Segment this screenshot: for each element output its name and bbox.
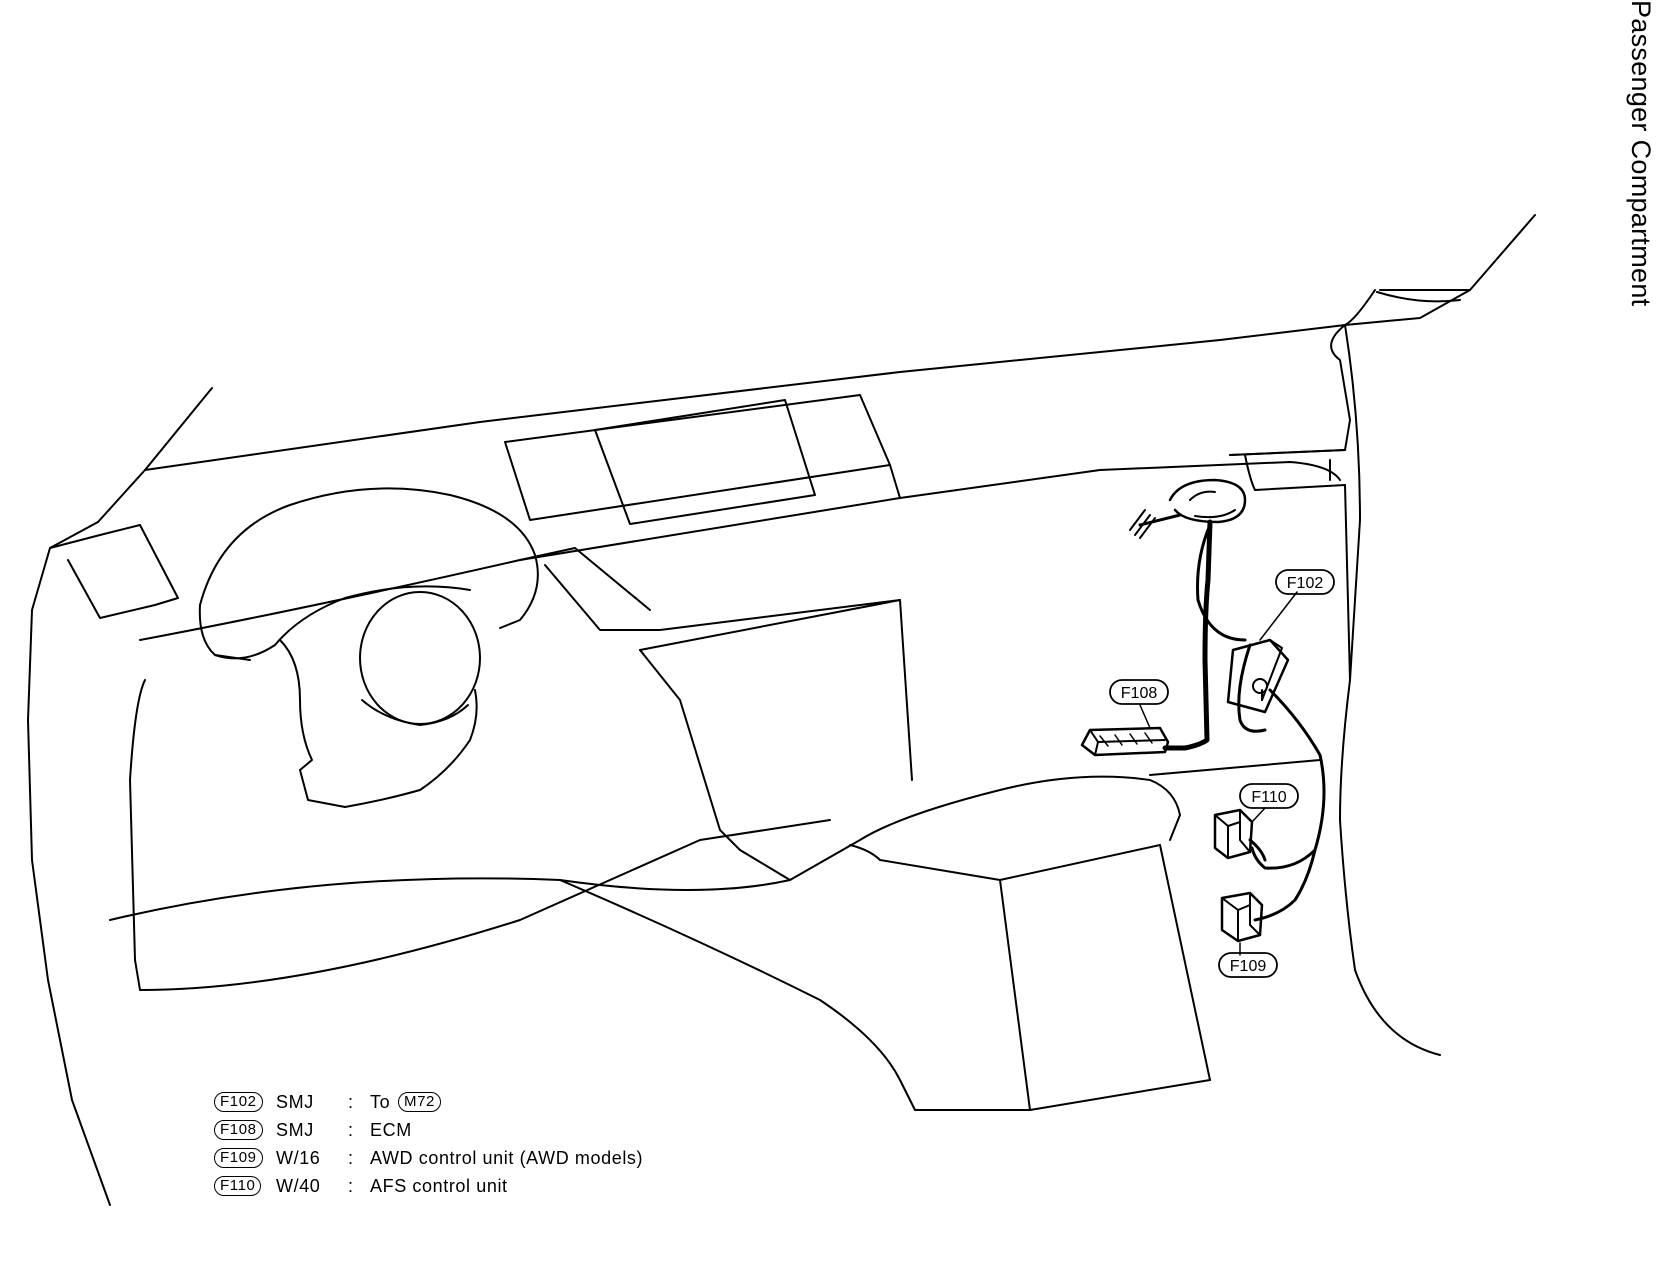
dashboard-top xyxy=(27,324,1346,1206)
callout-f108[interactable]: F108 xyxy=(1109,679,1169,705)
callout-f110-text: F110 xyxy=(1251,789,1286,806)
connector-f109[interactable] xyxy=(1220,891,1264,956)
legend-code: F102 xyxy=(214,1092,263,1112)
callout-leaders xyxy=(1139,704,1266,823)
legend-description: AFS control unit xyxy=(370,1176,508,1196)
legend-description: To xyxy=(370,1092,391,1112)
legend-type: SMJ xyxy=(276,1120,314,1140)
side-title-text: Passenger Compartment xyxy=(1626,0,1656,307)
legend-separator: : xyxy=(348,1120,354,1140)
side-title: Passenger Compartment xyxy=(1620,0,1660,340)
legend-type: W/16 xyxy=(276,1148,321,1168)
center-console xyxy=(109,599,1211,1111)
legend-type: W/40 xyxy=(276,1176,321,1196)
legend-ref-badge: M72 xyxy=(398,1092,441,1112)
dashboard-surfaces xyxy=(129,324,1351,991)
legend-type: SMJ xyxy=(276,1092,314,1112)
legend-code: F109 xyxy=(214,1148,263,1168)
connector-f102[interactable] xyxy=(1226,591,1298,714)
callout-f110[interactable]: F110 xyxy=(1239,783,1299,809)
legend-separator: : xyxy=(348,1176,354,1196)
callout-f108-text: F108 xyxy=(1121,685,1158,702)
connector-f110[interactable] xyxy=(1213,808,1267,862)
legend-separator: : xyxy=(348,1092,354,1112)
wire-harness xyxy=(1129,478,1326,922)
legend-description: AWD control unit (AWD models) xyxy=(370,1148,644,1168)
steering-wheel xyxy=(198,487,539,808)
callout-f102-text: F102 xyxy=(1287,575,1324,592)
legend-code: F108 xyxy=(214,1120,263,1140)
callout-f102[interactable]: F102 xyxy=(1275,569,1335,595)
legend-code: F110 xyxy=(214,1176,262,1196)
legend-separator: : xyxy=(348,1148,354,1168)
callout-f109[interactable]: F109 xyxy=(1218,952,1278,978)
callout-f109-text: F109 xyxy=(1230,958,1267,975)
legend-description: ECM xyxy=(370,1120,412,1140)
connector-f108[interactable] xyxy=(1080,726,1170,757)
center-display xyxy=(504,394,891,525)
glovebox-area xyxy=(1149,289,1441,1056)
